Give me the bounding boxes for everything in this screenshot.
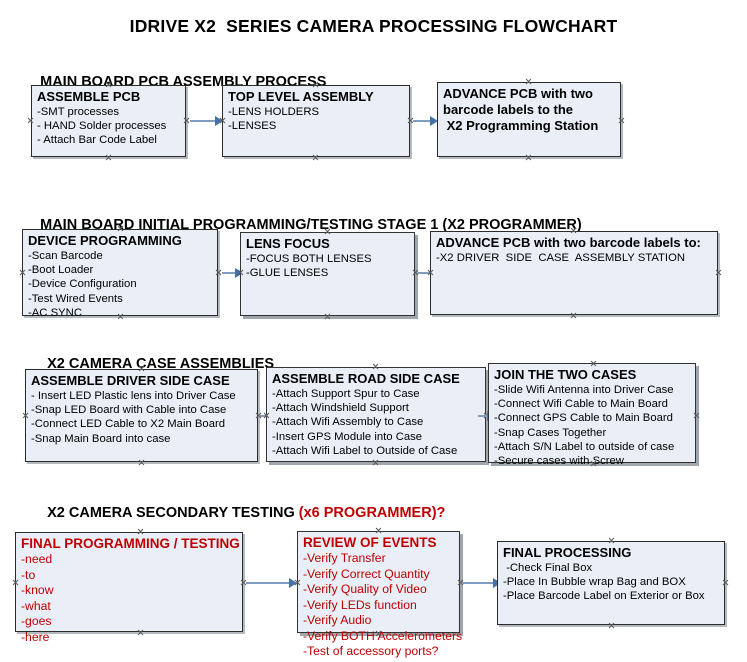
box-line: -to bbox=[21, 567, 36, 582]
box-join-the-two-cases[interactable]: JOIN THE TWO CASES -Slide Wifi Antenna i… bbox=[488, 363, 696, 467]
section-heading-4-text: X2 CAMERA SECONDARY TESTING bbox=[47, 505, 299, 521]
box-line: -Verify LEDs function bbox=[303, 597, 417, 612]
box-line: -Boot Loader bbox=[28, 264, 94, 277]
box-line: -goes bbox=[21, 614, 52, 628]
box-line: -AC SYNC bbox=[28, 306, 82, 319]
box-title: ADVANCE PCB with two barcode labels to: bbox=[436, 235, 701, 250]
box-line: -Scan Barcode bbox=[28, 250, 103, 262]
box-device-programming[interactable]: DEVICE PROGRAMMING -Scan Barcode -Boot L… bbox=[22, 229, 218, 319]
connector-arrow bbox=[190, 116, 223, 126]
box-line: -Connect GPS Cable to Main Board bbox=[494, 412, 673, 425]
box-final-programming-testing[interactable]: FINAL PROGRAMMING / TESTING -need -to -k… bbox=[15, 532, 243, 644]
box-line: -Attach Support Spur to Case bbox=[272, 388, 420, 400]
box-top-level-assembly[interactable]: TOP LEVEL ASSEMBLY -LENS HOLDERS -LENSES bbox=[222, 85, 410, 157]
box-title: TOP LEVEL ASSEMBLY bbox=[228, 89, 374, 104]
box-line: -Connect Wifi Cable to Main Board bbox=[494, 398, 668, 411]
box-title: ASSEMBLE DRIVER SIDE CASE bbox=[31, 373, 230, 388]
connector-arrow bbox=[478, 411, 495, 421]
section-heading-3: X2 CAMERA CASE ASSEMBLIES bbox=[31, 340, 274, 388]
box-line: -Insert GPS Module into Case bbox=[272, 430, 423, 443]
box-line: -Verify BOTH Accelerometers bbox=[303, 628, 463, 643]
box-assemble-road-side-case[interactable]: ASSEMBLE ROAD SIDE CASE -Attach Support … bbox=[266, 367, 486, 462]
box-line: -Verify Transfer bbox=[303, 551, 386, 565]
box-review-of-events[interactable]: REVIEW OF EVENTS -Verify Transfer -Verif… bbox=[297, 531, 462, 658]
box-line: -Snap Main Board into case bbox=[31, 432, 171, 445]
arrowhead-icon bbox=[235, 268, 243, 278]
box-line: -X2 DRIVER SIDE CASE ASSEMBLY STATION bbox=[436, 252, 686, 264]
arrowhead-icon bbox=[215, 116, 223, 126]
box-title-line2: barcode labels to the bbox=[443, 102, 574, 117]
box-line: - HAND Solder processes bbox=[37, 120, 167, 133]
box-line: -Attach Wifi Label to Outside of Case bbox=[272, 444, 458, 457]
box-line: -Verify Quality of Video bbox=[303, 582, 427, 596]
box-assemble-driver-side-case[interactable]: ASSEMBLE DRIVER SIDE CASE - Insert LED P… bbox=[25, 369, 258, 462]
box-line: -Test Wired Events bbox=[28, 292, 123, 305]
arrowhead-icon bbox=[430, 116, 438, 126]
box-line: -Verify Audio bbox=[303, 613, 372, 627]
box-line: -GLUE LENSES bbox=[246, 267, 329, 280]
box-line: -need bbox=[21, 552, 53, 566]
section-heading-3-text: X2 CAMERA CASE ASSEMBLIES bbox=[47, 356, 275, 372]
box-line: -Check Final Box bbox=[503, 562, 593, 574]
box-line: -Attach Wifi Assembly to Case bbox=[272, 416, 424, 429]
arrowhead-icon bbox=[289, 578, 297, 588]
box-line: -know bbox=[21, 583, 54, 597]
box-advance-pcb-driver-side[interactable]: ADVANCE PCB with two barcode labels to: … bbox=[430, 231, 718, 315]
box-line: -LENS HOLDERS bbox=[228, 106, 320, 118]
box-line: -Snap Cases Together bbox=[494, 426, 607, 439]
box-line: -LENSES bbox=[228, 120, 277, 133]
box-line: -Verify Correct Quantity bbox=[303, 566, 430, 581]
box-line: -Slide Wifi Antenna into Driver Case bbox=[494, 384, 674, 396]
box-line: -what bbox=[21, 598, 51, 613]
box-line: -Connect LED Cable to X2 Main Board bbox=[31, 418, 226, 431]
box-assemble-pcb[interactable]: ASSEMBLE PCB -SMT processes - HAND Solde… bbox=[31, 85, 186, 157]
box-line: -Place In Bubble wrap Bag and BOX bbox=[503, 576, 686, 589]
box-title: FINAL PROGRAMMING / TESTING bbox=[21, 536, 240, 551]
box-title: ASSEMBLE PCB bbox=[37, 89, 141, 104]
section-heading-4: X2 CAMERA SECONDARY TESTING (x6 PROGRAMM… bbox=[31, 489, 445, 537]
box-title: LENS FOCUS bbox=[246, 236, 330, 251]
box-title: ASSEMBLE ROAD SIDE CASE bbox=[272, 371, 460, 386]
box-advance-pcb-station[interactable]: ADVANCE PCB with two barcode labels to t… bbox=[437, 82, 621, 157]
box-line: -Device Configuration bbox=[28, 278, 137, 291]
connector-arrow bbox=[462, 578, 501, 588]
box-line: -Attach Windshield Support bbox=[272, 402, 409, 415]
box-final-processing[interactable]: FINAL PROCESSING -Check Final Box -Place… bbox=[497, 541, 725, 625]
box-title: REVIEW OF EVENTS bbox=[303, 535, 437, 550]
box-title: FINAL PROCESSING bbox=[503, 545, 632, 560]
box-line: -FOCUS BOTH LENSES bbox=[246, 253, 372, 265]
box-lens-focus[interactable]: LENS FOCUS -FOCUS BOTH LENSES -GLUE LENS… bbox=[240, 232, 415, 316]
box-line: -here bbox=[21, 629, 50, 644]
page-title: IDRIVE X2 SERIES CAMERA PROCESSING FLOWC… bbox=[129, 16, 618, 36]
box-line: -Place Barcode Label on Exterior or Box bbox=[503, 590, 705, 603]
box-line-overflow: -Test of accessory ports? bbox=[303, 644, 439, 658]
box-title: JOIN THE TWO CASES bbox=[494, 367, 637, 382]
box-title: DEVICE PROGRAMMING bbox=[28, 233, 182, 248]
box-line: -Attach S/N Label to outside of case bbox=[494, 440, 675, 453]
connector-arrow bbox=[413, 116, 438, 126]
section-heading-4-accent: (x6 PROGRAMMER)? bbox=[298, 505, 446, 521]
box-title: ADVANCE PCB with two bbox=[443, 86, 593, 101]
box-line: -Snap LED Board with Cable into Case bbox=[31, 404, 227, 417]
box-line: - Insert LED Plastic lens into Driver Ca… bbox=[31, 390, 236, 402]
connector-arrow bbox=[222, 268, 243, 278]
box-title-line3: X2 Programming Station bbox=[443, 118, 599, 133]
box-line: -Secure cases with Screw bbox=[494, 455, 624, 468]
connector-arrow bbox=[246, 578, 297, 588]
box-line: - Attach Bar Code Label bbox=[37, 134, 157, 147]
box-line: -SMT processes bbox=[37, 106, 120, 118]
